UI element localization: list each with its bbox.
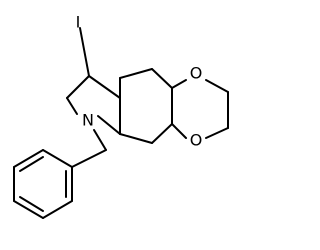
bond-c3-i — [79, 27, 90, 77]
bond-n-c2 — [66, 97, 78, 115]
structure-diagram: I N O O — [13, 13, 229, 219]
bond-ar4-ar5 — [13, 200, 44, 219]
atom-iodine-label: I — [76, 13, 81, 32]
aromatic-double-bond-1 — [19, 156, 44, 172]
aromatic-double-bond-2 — [19, 196, 44, 212]
bond-ar5-ar6 — [42, 200, 73, 219]
atom-nitrogen-label: N — [82, 111, 94, 130]
bond-n-ch2 — [93, 129, 107, 151]
bond-ar2-ar3 — [13, 149, 44, 168]
atom-oxygen-top-label: O — [190, 64, 203, 83]
bond-c6-c7 — [151, 123, 173, 144]
molecule-drawing: I N O O — [13, 13, 229, 219]
bond-ch2-o-bottom — [205, 127, 229, 139]
bond-spiro-n — [97, 115, 121, 135]
bond-c8-o-top — [171, 79, 187, 89]
bond-o-top-ch2 — [205, 79, 229, 93]
atom-oxygen-bottom-label: O — [190, 131, 203, 150]
bond-c3-c4 — [88, 75, 121, 99]
bond-ar1-ar2 — [42, 149, 73, 168]
bond-c2-c3 — [66, 75, 90, 99]
bond-o-bottom-c7 — [171, 123, 187, 139]
bond-c8-c9 — [151, 68, 173, 89]
bond-spiro-c6 — [119, 133, 153, 144]
bond-ch2-phenyl — [71, 149, 107, 168]
bond-c9-c10 — [119, 68, 153, 79]
